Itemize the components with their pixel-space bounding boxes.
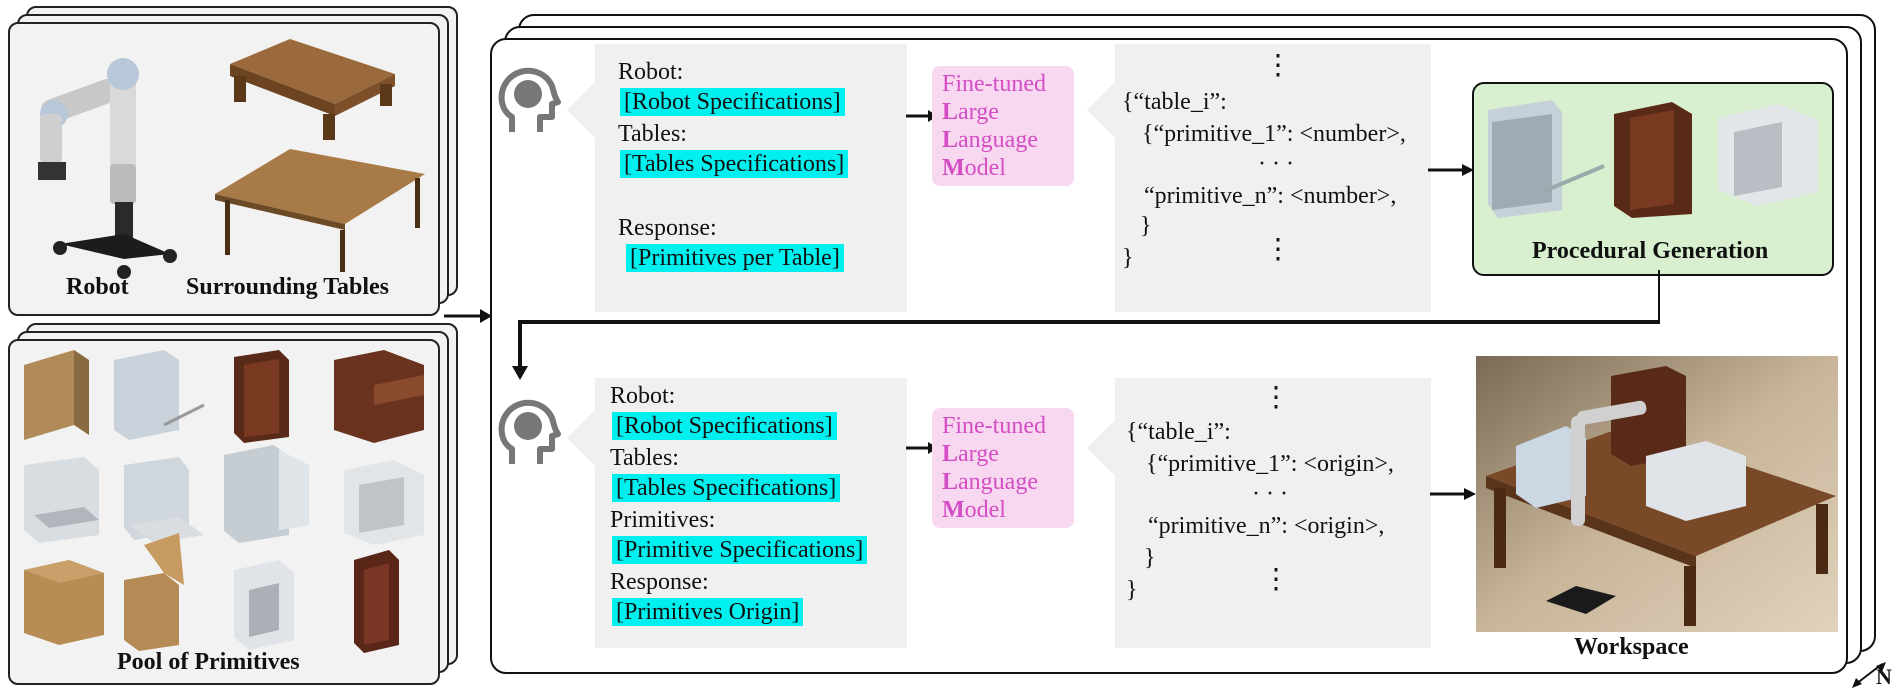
surrounding-tables-label: Surrounding Tables bbox=[186, 274, 390, 300]
arrow-out-to-procgen bbox=[1428, 164, 1474, 176]
speech-tail-stage2 bbox=[567, 408, 597, 468]
output-panel-stage1 bbox=[1115, 44, 1431, 312]
robot-label: Robot bbox=[66, 274, 129, 300]
llm-line1: Fine-tuned bbox=[942, 413, 1046, 439]
repeat-count-label: N bbox=[1876, 664, 1892, 689]
primitive-gallery bbox=[24, 350, 424, 653]
robot-spec-stage2: [Robot Specifications] bbox=[612, 412, 837, 440]
primitives-spec-stage2: [Primitive Specifications] bbox=[612, 536, 868, 564]
table-image-1 bbox=[230, 39, 395, 140]
output-panel-stage2 bbox=[1115, 378, 1431, 648]
llm-line3: Language bbox=[942, 469, 1038, 495]
arrow-out-to-workspace bbox=[1430, 488, 1476, 500]
out-line1-stage2: {“table_i”: bbox=[1126, 419, 1231, 445]
speech-tail-stage1 bbox=[567, 80, 597, 140]
llm-line2: Large bbox=[942, 441, 999, 467]
robot-tables-card: Robot Surrounding Tables bbox=[8, 22, 440, 316]
robot-heading-stage1: Robot: bbox=[618, 59, 684, 85]
llm-box-stage2: Fine-tuned Large Language Model bbox=[932, 408, 1074, 528]
out-line2-stage2: {“primitive_1”: <origin>, bbox=[1146, 451, 1394, 477]
llm-line4: Model bbox=[942, 155, 1006, 181]
llm-line3: Language bbox=[942, 127, 1038, 153]
repeat-arrow-icon bbox=[1852, 662, 1886, 688]
tables-heading-stage2: Tables: bbox=[610, 445, 679, 471]
pool-of-primitives-label: Pool of Primitives bbox=[117, 649, 300, 675]
out-dots-mid-stage1: · · · bbox=[1258, 151, 1294, 177]
out-line4-stage2: } bbox=[1144, 545, 1156, 571]
table-image-2 bbox=[215, 149, 425, 272]
response-spec-stage2: [Primitives Origin] bbox=[612, 598, 804, 626]
out-line5-stage2: } bbox=[1126, 577, 1138, 603]
response-spec-stage1: [Primitives per Table] bbox=[626, 244, 844, 272]
tables-heading-stage1: Tables: bbox=[618, 121, 687, 147]
out-line3-stage2: “primitive_n”: <origin>, bbox=[1148, 513, 1385, 539]
speech-tail-out-stage2 bbox=[1087, 418, 1117, 478]
loop-arrow bbox=[512, 270, 1660, 380]
llm-line4: Model bbox=[942, 497, 1006, 523]
llm-line2: Large bbox=[942, 99, 999, 125]
robot-arm-image bbox=[38, 58, 177, 279]
primitives-heading-stage2: Primitives: bbox=[610, 507, 716, 533]
procedural-generation-label: Procedural Generation bbox=[1532, 238, 1769, 264]
llm-line1: Fine-tuned bbox=[942, 71, 1046, 97]
head-brain-icon-stage2 bbox=[498, 400, 561, 464]
workspace-render-image bbox=[1476, 356, 1838, 632]
workspace-label: Workspace bbox=[1574, 634, 1689, 660]
response-heading-stage2: Response: bbox=[610, 569, 709, 595]
out-dots-mid-stage2: · · · bbox=[1252, 481, 1288, 507]
primitives-card: Pool of Primitives bbox=[8, 339, 440, 685]
out-dots-bottom-stage1: ⋮ bbox=[1264, 234, 1292, 265]
tables-spec-stage2: [Tables Specifications] bbox=[612, 474, 841, 502]
speech-tail-out-stage1 bbox=[1087, 80, 1117, 140]
out-line1-stage1: {“table_i”: bbox=[1122, 89, 1227, 115]
out-dots-top-stage1: ⋮ bbox=[1264, 50, 1292, 81]
input-arrow bbox=[444, 309, 492, 323]
out-dots-top-stage2: ⋮ bbox=[1262, 382, 1290, 413]
procgen-primitives-image bbox=[1488, 100, 1818, 218]
llm-box-stage1: Fine-tuned Large Language Model bbox=[932, 66, 1074, 186]
out-line3-stage1: “primitive_n”: <number>, bbox=[1144, 183, 1397, 209]
robot-heading-stage2: Robot: bbox=[610, 383, 676, 409]
out-line2-stage1: {“primitive_1”: <number>, bbox=[1142, 121, 1406, 147]
robot-spec-stage1: [Robot Specifications] bbox=[620, 88, 845, 116]
out-dots-bottom-stage2: ⋮ bbox=[1262, 564, 1290, 595]
head-brain-icon-stage1 bbox=[498, 68, 561, 132]
out-line5-stage1: } bbox=[1122, 245, 1134, 271]
tables-spec-stage1: [Tables Specifications] bbox=[620, 150, 849, 178]
out-line4-stage1: } bbox=[1140, 213, 1152, 239]
response-heading-stage1: Response: bbox=[618, 215, 717, 241]
